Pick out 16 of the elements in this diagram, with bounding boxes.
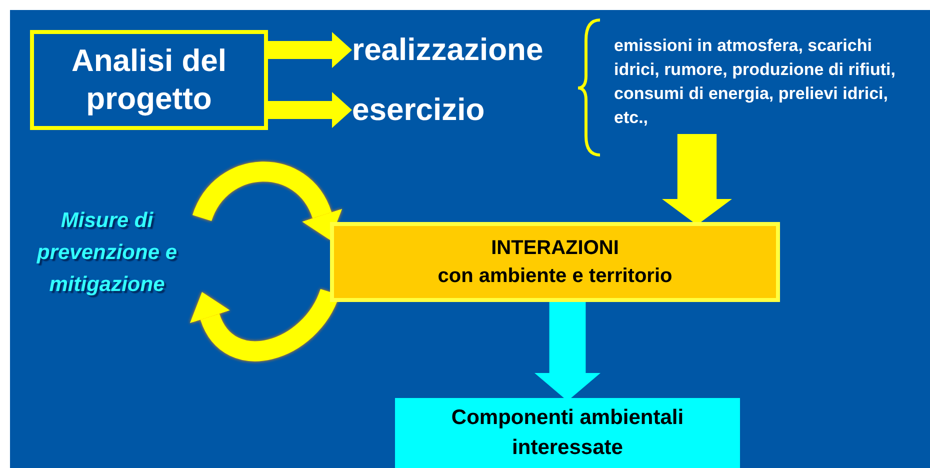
- block-arrow: [268, 92, 352, 128]
- node-text: Misure di prevenzione e mitigazione: [36, 208, 178, 298]
- node-text: emissioni in atmosfera, scarichi idrici, rumore, produzione di rifiuti, consumi di energia, prelievi idrici, etc.,: [614, 35, 896, 129]
- block-arrow: [268, 32, 352, 68]
- node-text: Analisi del progetto: [70, 42, 228, 118]
- node-text: Componenti ambientali interessate: [450, 405, 685, 461]
- block-arrow: [190, 288, 340, 362]
- node-text: INTERAZIONI: [491, 236, 619, 261]
- node-text: realizzazione: [352, 31, 544, 69]
- components-box: [395, 398, 740, 468]
- process-box: [30, 30, 268, 130]
- block-arrow: [534, 302, 600, 401]
- node-text: con ambiente e territorio: [438, 264, 672, 289]
- interaction-box: [330, 222, 780, 302]
- block-arrow: [662, 134, 732, 225]
- node-text: esercizio: [352, 91, 485, 129]
